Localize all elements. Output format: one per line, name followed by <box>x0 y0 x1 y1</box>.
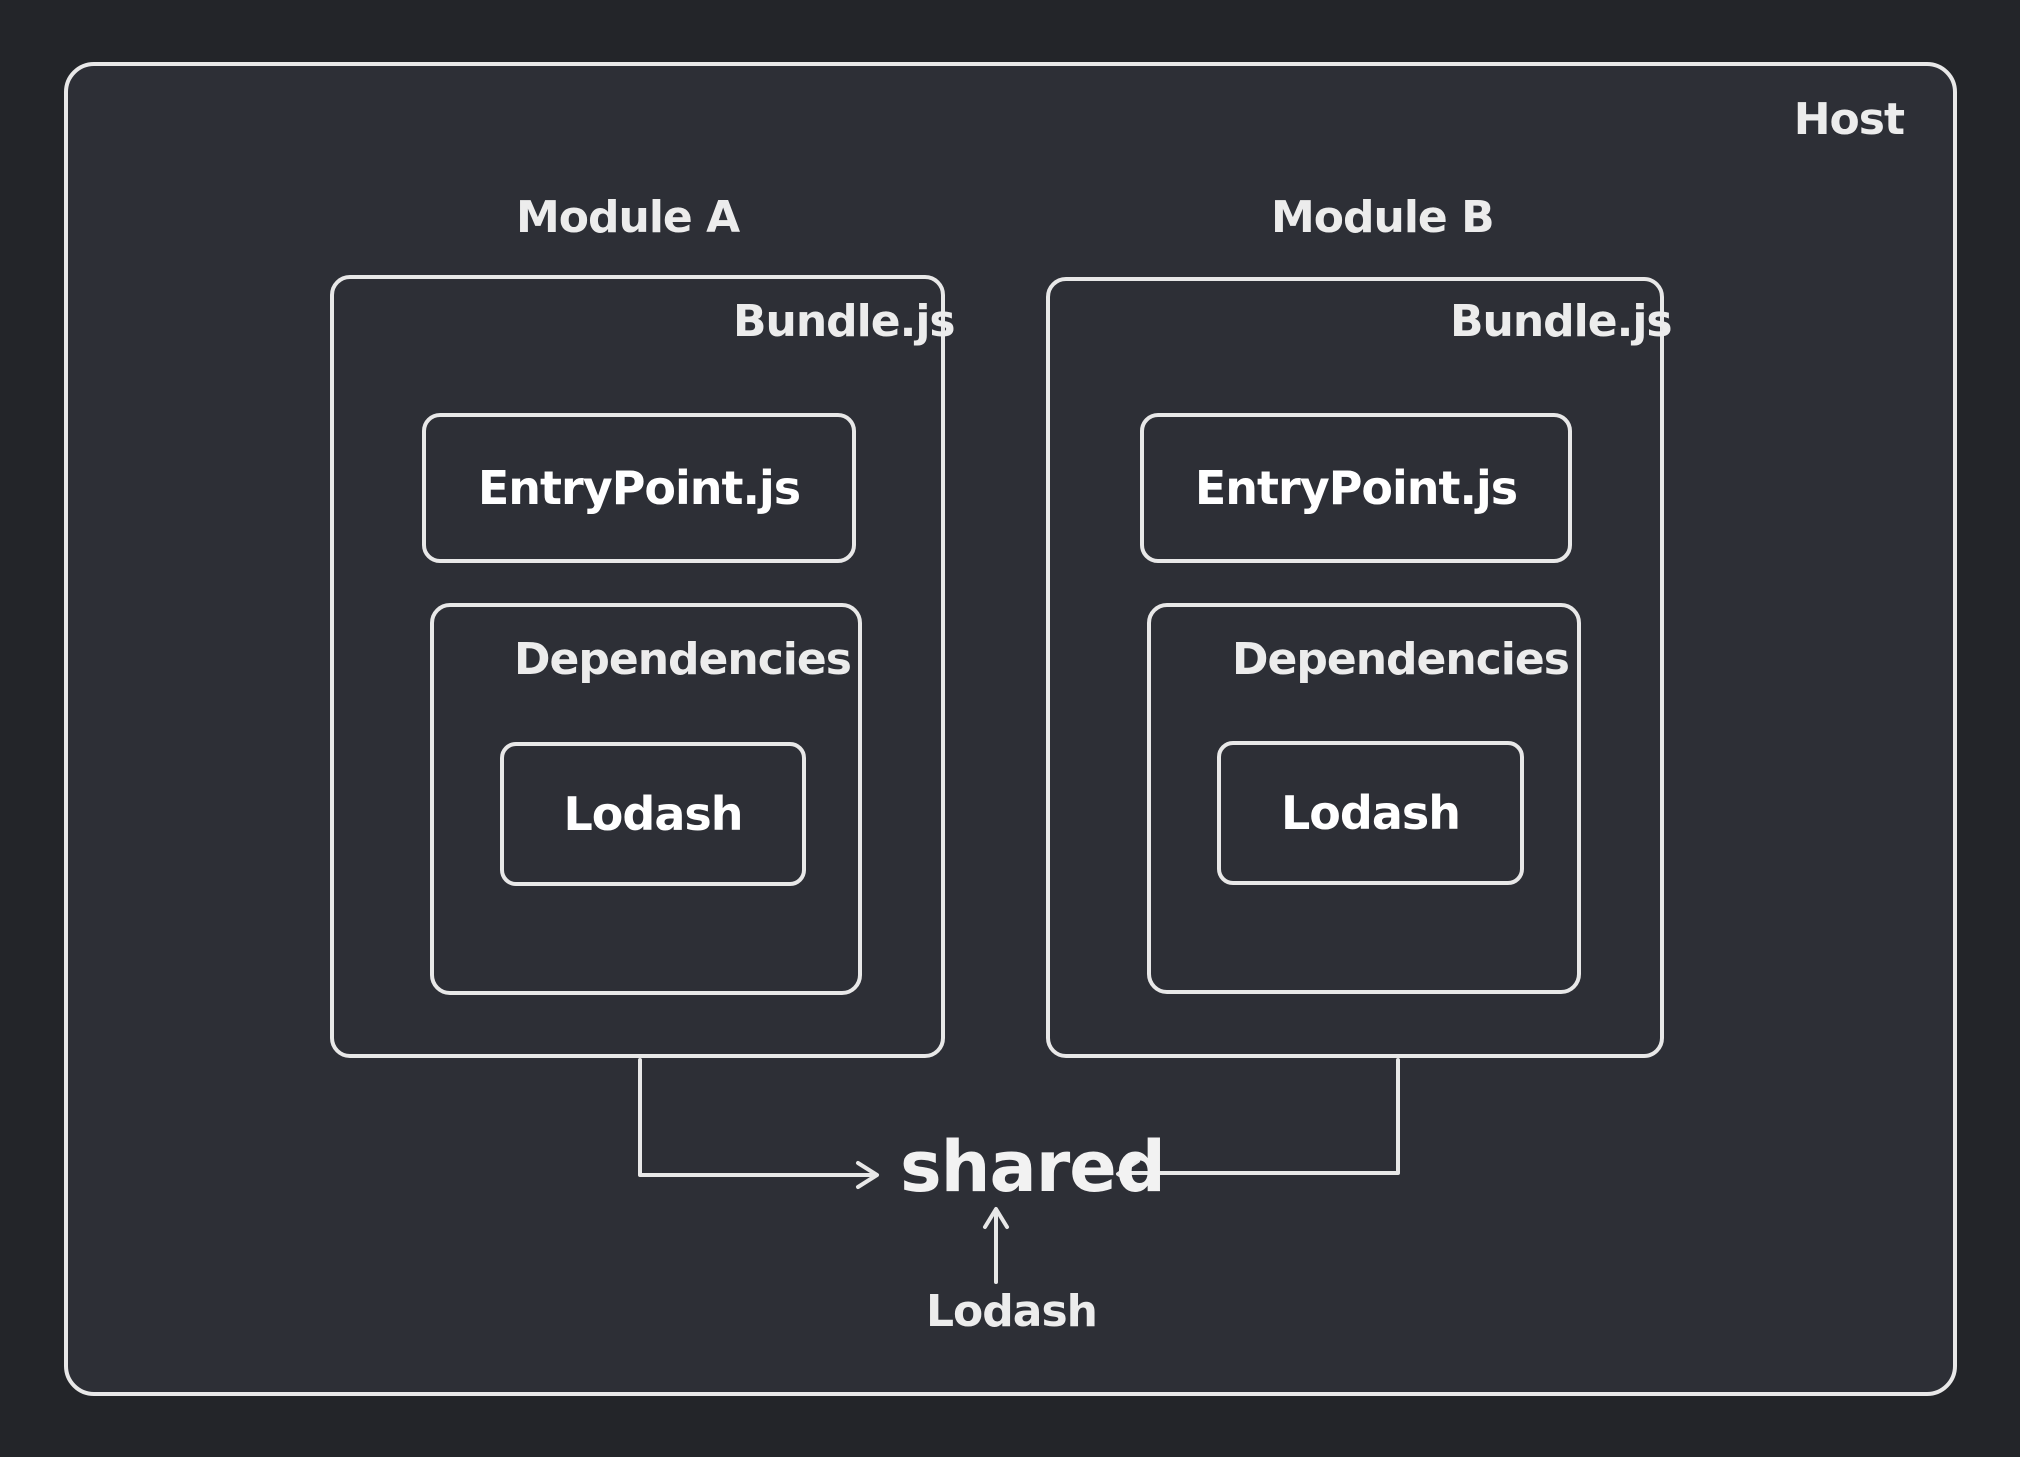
module-a-entrypoint-label: EntryPoint.js <box>477 461 801 515</box>
module-b-bundle-label: Bundle.js <box>1450 296 1673 347</box>
module-b-title: Module B <box>1271 192 1495 243</box>
shared-source-label: Lodash <box>926 1286 1098 1337</box>
arrowhead-lodash <box>983 1207 1009 1229</box>
module-a-dependencies-label: Dependencies <box>514 634 852 685</box>
arrowhead-module-a <box>856 1161 879 1189</box>
module-b-dependencies-label: Dependencies <box>1232 634 1570 685</box>
module-b-entrypoint-label: EntryPoint.js <box>1194 461 1518 515</box>
arrowhead-module-b <box>1116 1159 1140 1189</box>
shared-label: shared <box>900 1126 1166 1208</box>
module-a-lodash: Lodash <box>500 742 806 886</box>
host-label: Host <box>1793 94 1905 145</box>
module-a-bundle-label: Bundle.js <box>733 296 956 347</box>
module-b-lodash: Lodash <box>1217 741 1524 885</box>
module-b-entrypoint: EntryPoint.js <box>1140 413 1572 563</box>
module-a-entrypoint: EntryPoint.js <box>422 413 856 563</box>
arrow-module-a-to-shared <box>638 1058 877 1177</box>
module-b-lodash-label: Lodash <box>1280 786 1461 840</box>
module-a-lodash-label: Lodash <box>563 787 743 841</box>
module-a-title: Module A <box>516 192 740 243</box>
arrow-module-b-to-shared <box>1118 1058 1400 1175</box>
